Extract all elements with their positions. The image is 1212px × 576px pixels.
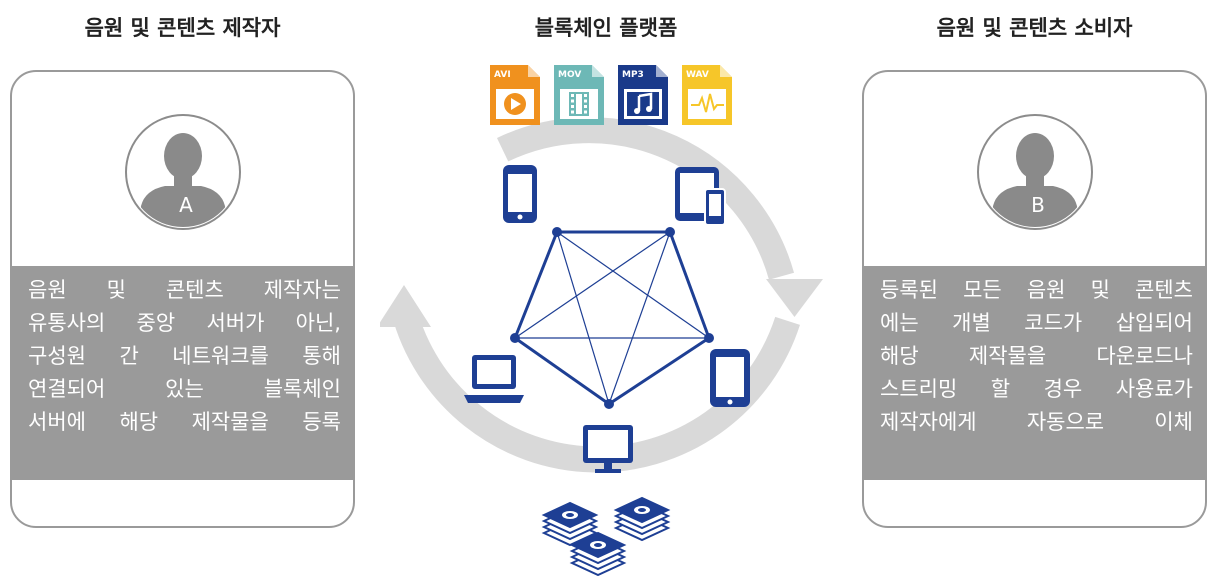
network-node: [704, 333, 714, 343]
consumer-heading: 음원 및 콘텐츠 소비자: [936, 16, 1133, 40]
consumer-description: 등록된 모든 음원 및 콘텐츠 에는 개별 코드가 삽입되어 해당 제작물을 다…: [864, 266, 1205, 480]
network-node: [510, 333, 520, 343]
network-link: [668, 231, 711, 339]
file-type-label: AVI: [494, 70, 511, 80]
smartphone-icon: [503, 165, 537, 223]
description-line: 등록된 모든 음원 및 콘텐츠: [880, 278, 1193, 302]
wav-file-icon: WAV: [682, 65, 732, 125]
network-link: [514, 231, 671, 339]
description-line: 연결되어 있는 블록체인: [28, 377, 341, 401]
avatar-letter-a: A: [179, 193, 193, 217]
description-line: 음원 및 콘텐츠 제작자는: [28, 278, 341, 302]
description-line: 에는 개별 코드가 삽입되어: [880, 311, 1193, 335]
producer-heading: 음원 및 콘텐츠 제작자: [84, 16, 281, 40]
cycle-arrowheads: [380, 279, 823, 327]
description-line: 스트리밍 할 경우 사용료가: [880, 377, 1193, 401]
file-type-label: MP3: [622, 70, 644, 80]
file-type-label: MOV: [558, 70, 581, 80]
network-graph: [510, 227, 714, 409]
network-node: [552, 227, 562, 237]
person-icon: B: [991, 133, 1079, 227]
network-link: [513, 231, 559, 339]
laptop-icon: [464, 355, 524, 403]
monitor-icon: [583, 425, 633, 473]
network-link: [608, 231, 671, 405]
mp3-file-icon: MP3: [618, 65, 668, 125]
description-line: 제작자에게 자동으로 이체: [880, 410, 1193, 434]
blockchain-diagram: AVI MOV MP3 WAV: [380, 65, 823, 576]
file-type-label: WAV: [686, 70, 709, 80]
person-icon: A: [139, 133, 227, 227]
network-link: [608, 336, 710, 406]
money-icon: [541, 496, 671, 576]
network-node: [665, 227, 675, 237]
consumer-avatar: B: [977, 114, 1093, 230]
mov-file-icon: MOV: [554, 65, 604, 125]
tablet-and-phone-icon: [675, 167, 726, 226]
consumer-panel: B 등록된 모든 음원 및 콘텐츠 에는 개별 코드가 삽입되어 해당 제작물을…: [862, 70, 1207, 528]
description-line: 해당 제작물을 다운로드나: [880, 344, 1193, 368]
network-link: [556, 231, 610, 405]
file-icons: AVI MOV MP3 WAV: [490, 65, 732, 125]
network-node: [604, 399, 614, 409]
producer-avatar: A: [125, 114, 241, 230]
description-line: 서버에 해당 제작물을 등록: [28, 410, 341, 434]
tablet-icon: [710, 349, 750, 407]
description-line: 구성원 간 네트워크를 통해: [28, 344, 341, 368]
network-link: [514, 336, 610, 406]
network-link: [556, 231, 710, 339]
producer-description: 음원 및 콘텐츠 제작자는 유통사의 중앙 서버가 아닌, 구성원 간 네트워크…: [12, 266, 353, 480]
avi-file-icon: AVI: [490, 65, 540, 125]
description-line: 유통사의 중앙 서버가 아닌,: [28, 311, 341, 335]
avatar-letter-b: B: [1031, 193, 1045, 217]
cycle-arrows: [391, 117, 800, 473]
platform-heading: 블록체인 플랫폼: [534, 16, 678, 40]
producer-panel: A 음원 및 콘텐츠 제작자는 유통사의 중앙 서버가 아닌, 구성원 간 네트…: [10, 70, 355, 528]
